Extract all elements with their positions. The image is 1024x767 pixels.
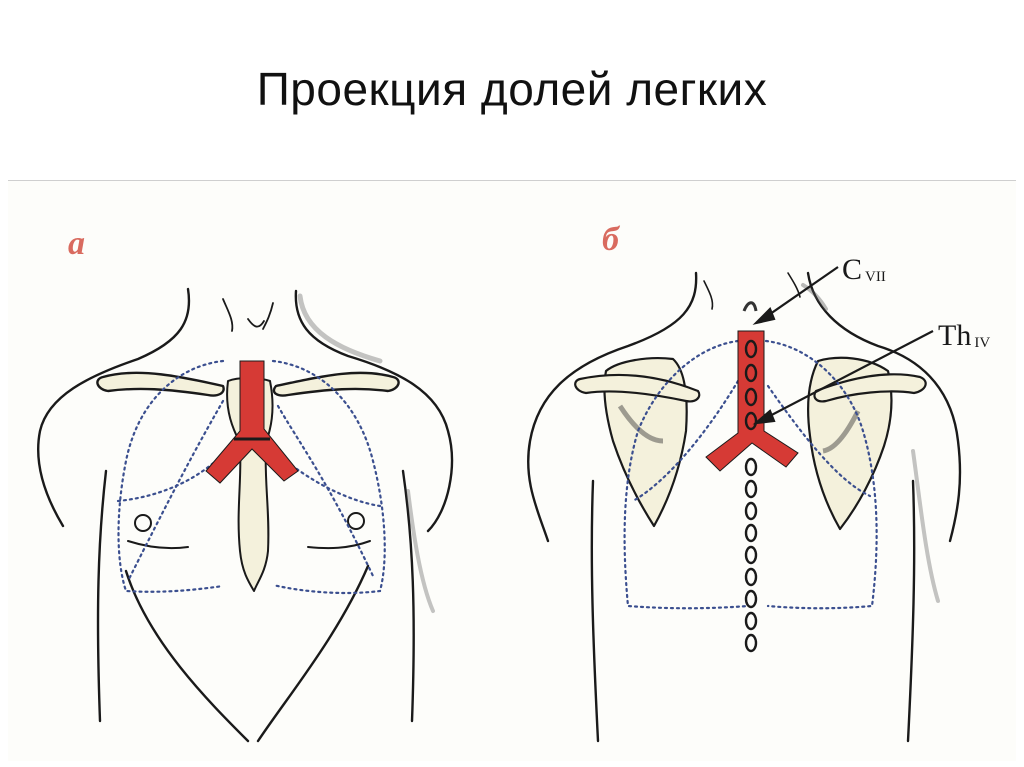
anterior-torso: [37, 287, 454, 743]
lung-outlines-posterior: [623, 339, 878, 610]
clavicles-anterior: [96, 371, 400, 397]
spine-and-trachea-posterior: [705, 301, 799, 653]
posterior-torso: [527, 271, 962, 743]
callout-thiv-sub: IV: [974, 335, 991, 351]
panel-b-label: б: [602, 221, 619, 258]
scapulae: [574, 356, 927, 531]
trachea-anterior: [205, 360, 299, 484]
callout-thiv-main: Th: [938, 319, 972, 352]
panel-a-label: а: [68, 225, 85, 262]
callout-cvii-main: C: [842, 253, 863, 286]
anatomy-illustration: [37, 266, 962, 743]
callout-lines: [752, 266, 934, 425]
callout-cvii-sub: VII: [865, 269, 886, 285]
slide-title: Проекция долей легких: [256, 63, 768, 115]
